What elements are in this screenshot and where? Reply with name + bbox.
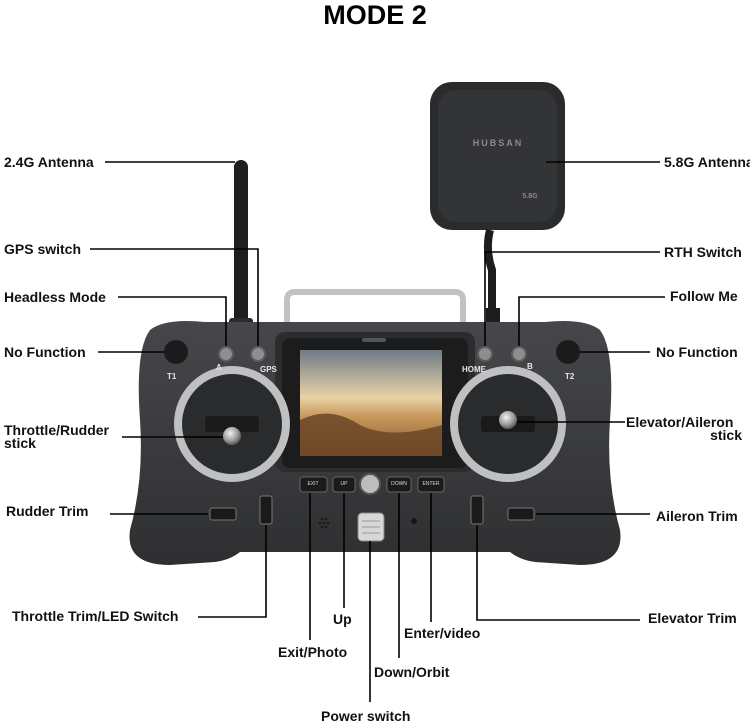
elevator-trim-shape: [470, 495, 484, 525]
label-elevator-trim: Elevator Trim: [648, 610, 737, 626]
switch-home-text: HOME: [462, 365, 487, 374]
led-indicator: [411, 518, 417, 524]
key-exit-text: EXIT: [307, 481, 318, 487]
throttle-trim-shape: [259, 495, 273, 525]
label-throttle-rudder-line1: Throttle/Rudder: [4, 422, 109, 438]
label-throttle-rudder-line2: stick: [4, 435, 36, 451]
antenna-badge-text: 5.8G: [522, 193, 538, 200]
antenna-24g-shape: [234, 160, 248, 340]
t2-button-shape: [556, 340, 580, 364]
label-rudder-trim: Rudder Trim: [6, 503, 89, 519]
leader-throttle-trim: [198, 525, 267, 618]
label-headless-mode: Headless Mode: [4, 289, 106, 305]
leader-lines: [90, 161, 665, 702]
key-enter-text: ENTER: [423, 481, 440, 487]
label-aileron-trim: Aileron Trim: [656, 508, 738, 524]
label-elevator-aileron-line1: Elevator/Aileron: [626, 414, 734, 430]
leader-follow-me: [518, 296, 665, 346]
leader-elevator-trim: [476, 525, 640, 621]
label-no-function-right: No Function: [656, 344, 738, 360]
key-exit-shape: [299, 476, 328, 493]
label-elevator-aileron-line2: stick: [710, 427, 742, 443]
switch-a-shape: [218, 346, 234, 362]
label-up: Up: [333, 611, 352, 627]
switch-gps-shape: [250, 346, 266, 362]
leader-rth: [484, 251, 660, 346]
label-gps-switch: GPS switch: [4, 241, 82, 257]
key-enter-shape: [417, 476, 445, 493]
label-antenna-58: 5.8G Antenna: [664, 154, 750, 170]
carry-handle: [284, 289, 466, 336]
label-enter-video: Enter/video: [404, 625, 481, 641]
speaker-grill: [318, 517, 330, 529]
switch-a-text: A: [216, 363, 222, 372]
diagram-title: MODE 2: [323, 0, 427, 30]
switch-home-shape: [477, 346, 493, 362]
key-down-shape: [386, 476, 412, 493]
label-rth-switch: RTH Switch: [664, 244, 742, 260]
label-no-function-left: No Function: [4, 344, 86, 360]
key-up-text: UP: [341, 481, 349, 487]
switch-b-text: B: [527, 362, 533, 371]
label-antenna-24: 2.4G Antenna: [4, 154, 94, 170]
brand-text: HUBSAN: [473, 138, 524, 148]
switch-gps-text: GPS: [260, 365, 278, 374]
label-throttle-trim-led: Throttle Trim/LED Switch: [12, 608, 179, 624]
center-dial: [359, 473, 381, 495]
aileron-trim-shape: [507, 507, 535, 521]
label-follow-me: Follow Me: [670, 288, 738, 304]
t2-text: T2: [565, 372, 575, 381]
left-stick-knob: [223, 427, 241, 445]
right-stick-knob: [499, 411, 517, 429]
key-up-shape: [332, 476, 356, 493]
key-down-text: DOWN: [391, 481, 407, 487]
t1-button-shape: [164, 340, 188, 364]
label-down-orbit: Down/Orbit: [374, 664, 450, 680]
label-power-switch: Power switch: [321, 708, 411, 724]
t1-text: T1: [167, 372, 177, 381]
leader-headless: [118, 296, 227, 346]
leader-gps-switch: [90, 248, 259, 346]
switch-b-shape: [511, 346, 527, 362]
rudder-trim-shape: [209, 507, 237, 521]
label-exit-photo: Exit/Photo: [278, 644, 348, 660]
